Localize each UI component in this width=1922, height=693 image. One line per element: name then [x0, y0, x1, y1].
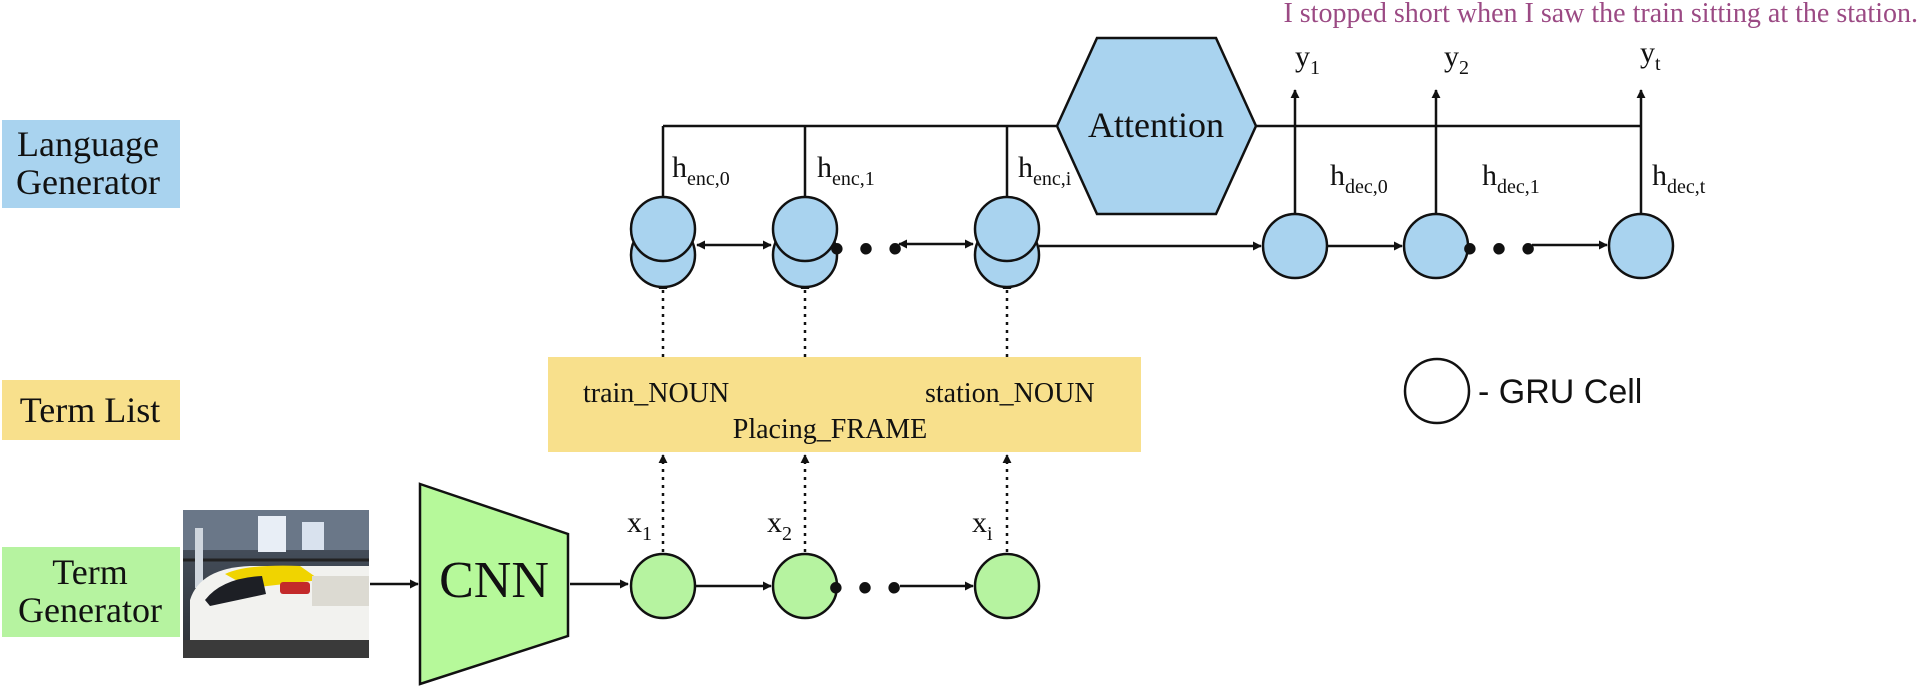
term-input-label-i: xi — [972, 506, 993, 545]
decoder-state-label-t: hdec,t — [1652, 159, 1706, 198]
legend-label: - GRU Cell — [1478, 373, 1642, 411]
cnn-block: CNN — [418, 482, 570, 686]
term-ellipsis: • • • — [829, 566, 903, 610]
term-item-train-noun: train_NOUN — [583, 378, 729, 409]
caption-text: I stopped short when I saw the train sit… — [1283, 0, 1918, 29]
encoder-ellipsis: • • • — [830, 227, 904, 271]
row-label-language-generator-line1: Language — [17, 124, 159, 164]
decoder-cell-0 — [1261, 212, 1329, 280]
encoder-cell-1 — [771, 195, 839, 289]
term-input-label-1: x1 — [627, 506, 652, 545]
encoder-cell-i — [973, 195, 1041, 289]
output-label-1: y1 — [1295, 40, 1320, 79]
encoder-cell-0 — [629, 195, 697, 289]
decoder-state-label-0: hdec,0 — [1330, 159, 1388, 198]
legend-gru-cell-icon — [1403, 357, 1471, 425]
row-label-term-generator-line2: Generator — [18, 590, 162, 630]
encoder-state-label-1: henc,1 — [817, 151, 875, 190]
term-item-station-noun: station_NOUN — [925, 378, 1095, 409]
attention-block: Attention — [1055, 36, 1258, 216]
train-photo — [183, 510, 369, 658]
row-label-term-generator: Term Generator — [2, 547, 180, 637]
encoder-cells: • • • — [629, 195, 1041, 289]
row-label-language-generator: Language Generator — [2, 120, 180, 208]
cnn-label: CNN — [439, 552, 549, 609]
output-label-2: y2 — [1444, 40, 1469, 79]
legend: - GRU Cell — [1403, 357, 1642, 425]
attention-label: Attention — [1088, 105, 1224, 145]
term-cell-1 — [629, 552, 697, 620]
encoder-state-label-0: henc,0 — [672, 151, 730, 190]
encoder-state-label-i: henc,i — [1018, 151, 1072, 190]
decoder-cell-t — [1607, 212, 1675, 280]
decoder-cell-1 — [1402, 212, 1470, 280]
decoder-state-label-1: hdec,1 — [1482, 159, 1540, 198]
output-label-t: yt — [1640, 36, 1661, 75]
encoder-attention-connections — [661, 124, 1056, 197]
row-label-language-generator-line2: Generator — [16, 162, 160, 202]
term-list-box: train_NOUN station_NOUN Placing_FRAME — [548, 357, 1141, 452]
row-label-term-generator-line1: Term — [52, 552, 127, 592]
row-label-term-list: Term List — [2, 380, 180, 440]
term-generator-cells: • • • — [629, 552, 1041, 620]
row-label-term-list-text: Term List — [20, 390, 160, 430]
term-item-placing-frame: Placing_FRAME — [733, 414, 927, 445]
term-cell-2 — [771, 552, 839, 620]
term-cell-i — [973, 552, 1041, 620]
term-input-label-2: x2 — [767, 506, 792, 545]
decoder-cells: • • • — [1261, 212, 1675, 280]
decoder-ellipsis: • • • — [1463, 227, 1537, 271]
